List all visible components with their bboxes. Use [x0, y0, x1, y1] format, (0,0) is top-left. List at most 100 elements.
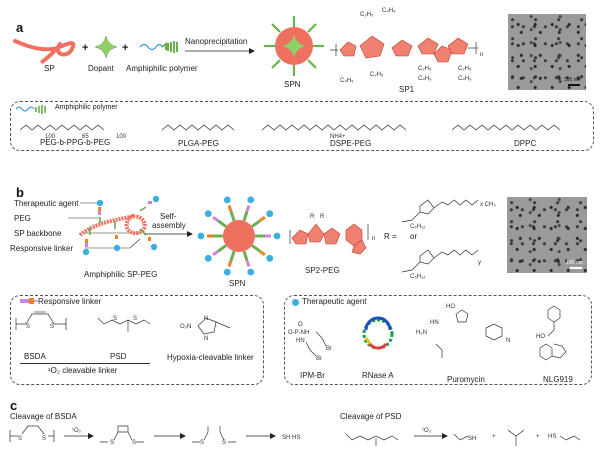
nanoprecipitation-label: Nanoprecipitation — [185, 37, 248, 46]
therapeutic-agent-dot — [247, 196, 255, 204]
callout-sp-backbone: SP backbone — [14, 229, 62, 238]
therapeutic-agent-dot — [266, 210, 274, 218]
polymer-plga-peg: PLGA-PEG — [178, 139, 219, 148]
svg-text:100: 100 — [45, 134, 56, 140]
polymer-dspe-peg: DSPE-PEG — [330, 139, 372, 148]
therapeutic-agent-dot — [266, 254, 274, 262]
svg-text:HN: HN — [296, 338, 305, 344]
callout-peg: PEG — [14, 214, 31, 223]
responsive-linker-icon — [20, 298, 38, 304]
linker-psd: PSD — [110, 352, 127, 361]
plus-sign: + — [122, 42, 129, 54]
amphiphilic-polymer-label: Amphiphilic polymer — [126, 64, 198, 73]
box-title-amphiphilic: Amphiphilic polymer — [55, 104, 118, 111]
scale-label-a: 100 nm — [564, 77, 581, 83]
r-substituent-structures: C₆H₁₂ x CH₃ C₆H₁₂ y — [401, 199, 496, 280]
callout-responsive-linker: Responsive linker — [10, 244, 74, 253]
linker-spoke — [212, 250, 219, 257]
svg-text:NH4+: NH4+ — [330, 134, 346, 140]
svg-text:O₂N: O₂N — [180, 324, 191, 330]
svg-text:C₄H₉: C₄H₉ — [458, 76, 472, 82]
agent-nlg919: NLG919 — [543, 375, 573, 384]
peg-spoke — [217, 219, 227, 228]
svg-text:HS: HS — [548, 434, 556, 440]
psd-cleavage-scheme: ¹O₂ SH + + HS — [345, 428, 581, 446]
arrow-icon — [145, 231, 193, 237]
svg-text:S: S — [42, 436, 46, 442]
scale-bar — [568, 84, 580, 86]
polymer-peg-ppg-peg: PEG-b-PPG-b-PEG — [40, 138, 111, 147]
svg-text:C₄H₉: C₄H₉ — [340, 78, 354, 84]
sp2-peg-label: SP2-PEG — [305, 266, 340, 275]
tem-image-b — [507, 197, 587, 273]
agent-rnase-a: RNase A — [362, 371, 394, 380]
r-equals-label: R = — [384, 232, 397, 241]
svg-text:N: N — [506, 338, 510, 344]
amphiphilic-sp-peg-label: Amphiphilic SP-PEG — [84, 270, 158, 279]
linker-spoke — [212, 215, 219, 222]
singlet-oxygen-group-label: ¹O₂ cleavable linker — [48, 366, 118, 375]
svg-text:C₂H₅: C₂H₅ — [370, 72, 384, 78]
dopant-label: Dopant — [88, 64, 114, 73]
spn-label-b: SPN — [229, 279, 246, 288]
self-assembly-label-1: Self- — [160, 212, 177, 221]
peg-spoke — [229, 250, 236, 262]
peg-spoke — [242, 210, 249, 222]
svg-text:R: R — [310, 214, 315, 220]
svg-text:S: S — [113, 316, 117, 322]
sp-label: SP — [44, 64, 55, 73]
bsda-cleavage-title: Cleavage of BSDA — [10, 412, 77, 421]
svg-text:C₂H₅: C₂H₅ — [458, 66, 472, 72]
svg-text:R: R — [320, 214, 325, 220]
svg-text:S: S — [110, 440, 114, 446]
svg-text:S: S — [18, 436, 22, 442]
svg-text:100: 100 — [116, 134, 127, 140]
svg-text:HO: HO — [446, 304, 455, 310]
svg-text:S: S — [133, 316, 137, 322]
therapeutic-agent-dot — [204, 254, 212, 262]
psd-cleavage-title: Cleavage of PSD — [340, 412, 402, 421]
dopant-icon — [94, 35, 118, 59]
svg-text:C₄H₉: C₄H₉ — [382, 8, 396, 14]
svg-text:S: S — [132, 440, 136, 446]
therapeutic-agent-box — [284, 295, 592, 385]
spn-nanoparticle-icon — [197, 196, 281, 276]
svg-text:Br: Br — [326, 346, 332, 352]
sp-chain-icon — [13, 39, 76, 64]
svg-text:+: + — [536, 434, 540, 440]
therapeutic-agent-dot — [197, 232, 205, 240]
svg-text:O-P-NH: O-P-NH — [288, 330, 309, 336]
svg-text:65: 65 — [82, 134, 89, 140]
or-label: or — [410, 232, 418, 241]
peg-spoke — [251, 219, 261, 228]
linker-spoke — [227, 260, 233, 267]
therapeutic-agent-dot — [247, 268, 255, 276]
svg-text:¹O₂: ¹O₂ — [422, 428, 432, 434]
svg-text:O: O — [298, 322, 303, 328]
self-assembly-label-2: assembly — [152, 221, 186, 230]
panel-a-label: a — [16, 20, 24, 35]
svg-text:N: N — [204, 316, 208, 322]
therapeutic-agent-dot — [273, 232, 281, 240]
svg-text:SH: SH — [468, 436, 476, 442]
svg-text:C₂H₅: C₂H₅ — [418, 66, 432, 72]
polymer-structures: 100 65 100 NH4+ — [19, 124, 561, 140]
agent-ipm-br: IPM-Br — [300, 371, 325, 380]
amphiphilic-sp-peg-diagram — [68, 195, 160, 256]
responsive-linker-title: Responsive linker — [38, 297, 102, 306]
spn-label-a: SPN — [284, 80, 301, 89]
spn-nanoparticle-icon — [264, 16, 324, 76]
panel-b-label: b — [16, 185, 24, 200]
group-divider — [20, 363, 150, 364]
amphiphilic-polymer-box — [10, 101, 594, 151]
polymer-dppc: DPPC — [514, 139, 537, 148]
repeat-n: n — [480, 52, 483, 58]
svg-text:S: S — [26, 324, 30, 330]
svg-text:n: n — [372, 236, 375, 242]
svg-text:C₂H₅: C₂H₅ — [360, 12, 374, 18]
